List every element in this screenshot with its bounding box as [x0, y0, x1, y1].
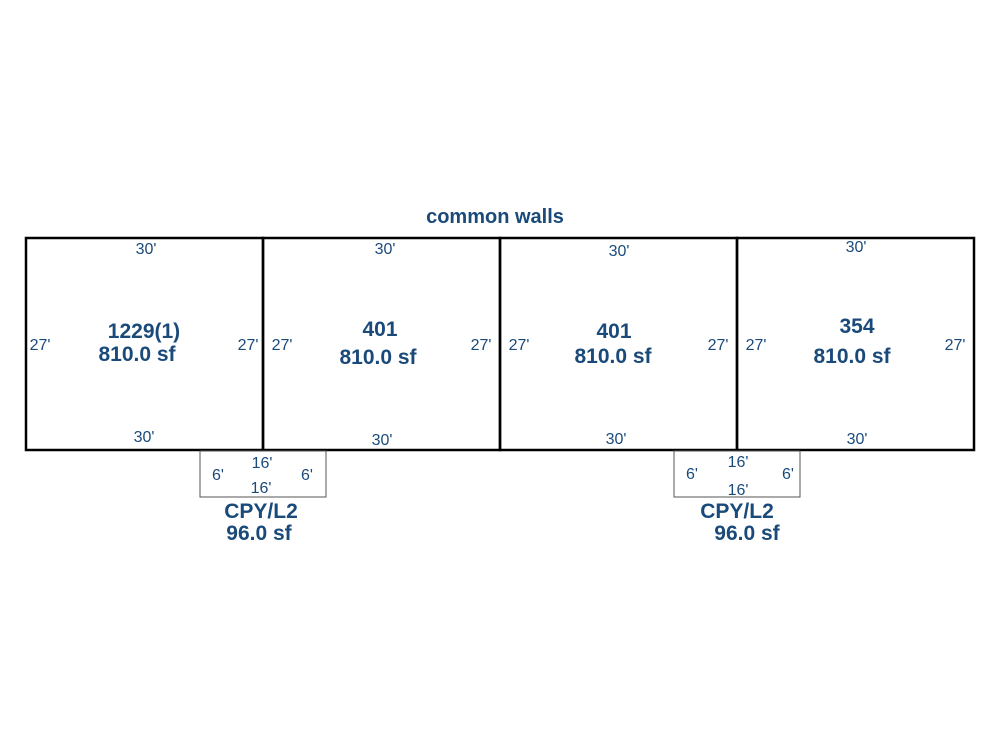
- canopy-1-top-dim: 16': [252, 455, 273, 472]
- unit-1-top-dim: 30': [136, 241, 157, 258]
- canopy-1-outline: [199, 450, 327, 498]
- canopy-2-label: CPY/L2: [700, 500, 774, 523]
- canopy-2-top-dim: 16': [728, 454, 749, 471]
- unit-2-top-dim: 30': [375, 241, 396, 258]
- unit-2: 30' 30' 27' 27' 401 810.0 sf: [261, 236, 502, 452]
- unit-3-bottom-dim: 30': [606, 431, 627, 448]
- unit-2-id: 401: [362, 318, 397, 341]
- canopy-2-left-dim: 6': [686, 466, 698, 483]
- unit-4-right-dim: 27': [945, 337, 966, 354]
- unit-1-area: 810.0 sf: [98, 343, 176, 366]
- unit-3-id: 401: [596, 320, 631, 343]
- unit-4: 30' 30' 27' 27' 354 810.0 sf: [735, 236, 976, 452]
- unit-2-bottom-dim: 30': [372, 432, 393, 449]
- unit-1-right-dim: 27': [238, 337, 259, 354]
- unit-2-outline: [261, 236, 502, 452]
- canopy-2-right-dim: 6': [782, 466, 794, 483]
- unit-4-top-dim: 30': [846, 239, 867, 256]
- canopy-2-bottom-dim: 16': [728, 482, 749, 499]
- unit-3-top-dim: 30': [609, 243, 630, 260]
- canopy-2: 16' 16' 6' 6' CPY/L2 96.0 sf: [673, 450, 801, 545]
- unit-1-id: 1229(1): [108, 320, 180, 343]
- unit-3-left-dim: 27': [509, 337, 530, 354]
- unit-1-bottom-dim: 30': [134, 429, 155, 446]
- canopy-1-bottom-dim: 16': [251, 480, 272, 497]
- unit-1: 30' 30' 27' 27' 1229(1) 810.0 sf: [24, 236, 265, 452]
- canopy-1-right-dim: 6': [301, 467, 313, 484]
- unit-1-left-dim: 27': [30, 337, 51, 354]
- canopy-1: 16' 16' 6' 6' CPY/L2 96.0 sf: [199, 450, 327, 545]
- unit-2-left-dim: 27': [272, 337, 293, 354]
- unit-3: 30' 30' 27' 27' 401 810.0 sf: [498, 236, 739, 452]
- unit-3-area: 810.0 sf: [574, 345, 652, 368]
- unit-2-right-dim: 27': [471, 337, 492, 354]
- unit-4-id: 354: [839, 315, 874, 338]
- canopy-1-area: 96.0 sf: [226, 522, 292, 545]
- unit-4-bottom-dim: 30': [847, 431, 868, 448]
- unit-3-right-dim: 27': [708, 337, 729, 354]
- unit-2-area: 810.0 sf: [339, 346, 417, 369]
- canopy-2-outline: [673, 450, 801, 498]
- unit-4-area: 810.0 sf: [813, 345, 891, 368]
- unit-3-outline: [498, 236, 739, 452]
- unit-4-outline: [735, 236, 976, 452]
- canopy-2-area: 96.0 sf: [714, 522, 780, 545]
- canopy-1-left-dim: 6': [212, 467, 224, 484]
- sketch-title: common walls: [426, 206, 564, 228]
- canopy-1-label: CPY/L2: [224, 500, 298, 523]
- unit-4-left-dim: 27': [746, 337, 767, 354]
